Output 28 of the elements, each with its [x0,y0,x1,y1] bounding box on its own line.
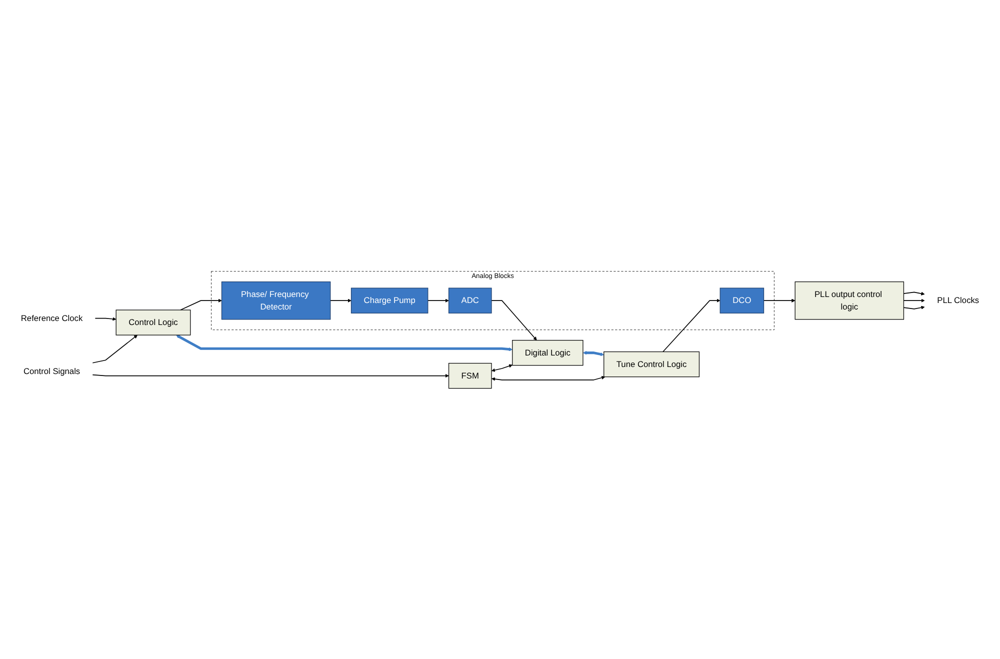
node-text: PLL Clocks [937,296,980,305]
arrow [763,298,796,302]
node-text: Control Signals [23,366,80,376]
arrow [903,291,925,296]
arrow [94,316,116,320]
arrow [582,350,604,356]
arrow [330,298,352,302]
arrow [491,300,537,340]
arrow [662,298,720,352]
arrow [427,298,449,302]
arrow [180,298,222,310]
arrow [491,376,606,381]
node-box: ADC [448,287,492,314]
arrow [903,305,925,310]
node-box: Control Logic [116,309,191,336]
arrow [176,334,513,351]
arrow [903,298,925,302]
arrow [92,374,449,378]
node-box: Tune Control Logic [604,351,700,377]
node-box: FSM [448,362,492,388]
node-box: DCO [720,287,764,314]
node-box: Phase/ Frequency Detector [221,281,331,320]
node-box: PLL output control logic [794,281,904,320]
node-box: Digital Logic [512,340,584,366]
node-text: Reference Clock [20,313,83,323]
arrow [92,334,138,363]
arrow [491,364,513,372]
node-box: Charge Pump [350,287,428,314]
